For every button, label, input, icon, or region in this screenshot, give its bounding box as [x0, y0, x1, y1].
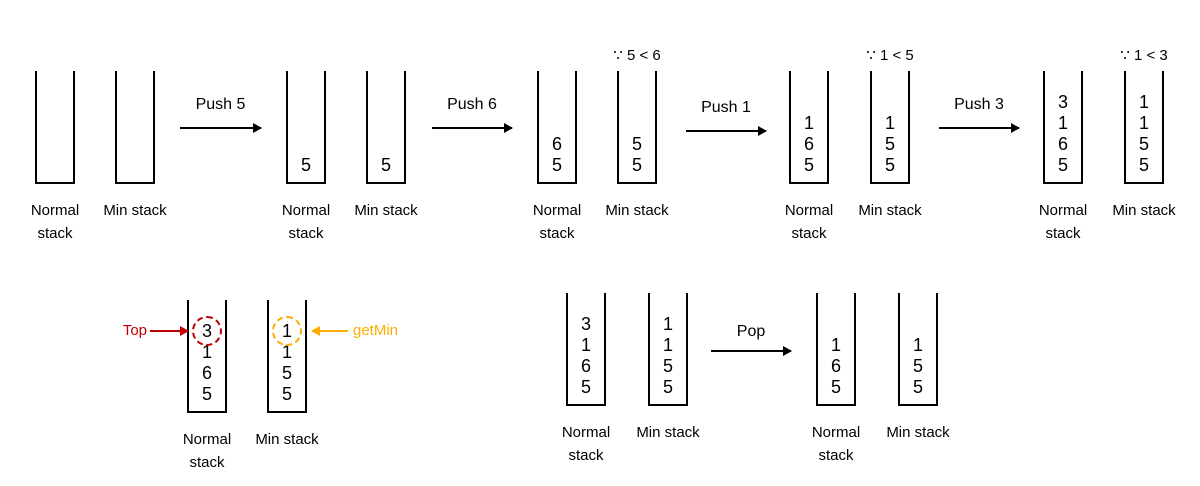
- stack-value: 5: [201, 384, 212, 404]
- stack-value: 5: [803, 155, 814, 175]
- stack-value: 1: [662, 335, 673, 355]
- stack-value: 5: [1138, 134, 1149, 154]
- min-stack-label: Min stack: [1112, 202, 1176, 219]
- normal-stack-label: Normal stack: [561, 424, 611, 464]
- operation-label: Push 6: [447, 96, 497, 113]
- top-highlight-circle: [192, 316, 222, 346]
- stack-value: 1: [803, 113, 814, 133]
- normal-stack-label: Normal stack: [30, 202, 80, 242]
- operation-label: Push 1: [701, 99, 751, 116]
- normal-stack-label: Normal stack: [1038, 202, 1088, 242]
- min-stack-label: Min stack: [255, 431, 319, 448]
- stack-value: 5: [631, 155, 642, 175]
- getmin-pointer-label: getMin: [353, 322, 399, 339]
- pop-operation: Pop: [711, 322, 792, 356]
- min-stack: 5: [366, 71, 406, 184]
- min-stack-label: Min stack: [858, 202, 922, 219]
- stack-value: 6: [201, 363, 212, 383]
- right-arrow-icon: [686, 126, 767, 136]
- normal-stack-label: Normal stack: [281, 202, 331, 242]
- stack-value: 1: [580, 335, 591, 355]
- stack-value: 1: [912, 335, 923, 355]
- stack-value: 5: [1057, 155, 1068, 175]
- min-stack-label: Min stack: [605, 202, 669, 219]
- stack-value: 5: [380, 155, 391, 175]
- stack-value: 6: [1057, 134, 1068, 154]
- stack-value: 6: [551, 134, 562, 154]
- stack-value: 3: [580, 314, 591, 334]
- getmin-highlight-circle: [272, 316, 302, 346]
- stack-value: 6: [580, 356, 591, 376]
- min-stack-label: Min stack: [354, 202, 418, 219]
- operation-label: Push 3: [954, 96, 1004, 113]
- top-arrow-icon: [150, 326, 189, 336]
- top-pointer-label: Top: [122, 322, 147, 339]
- normal-stack-label: Normal stack: [182, 431, 232, 471]
- stack-value: 6: [803, 134, 814, 154]
- because-note: ∵ 1 < 3: [1120, 47, 1168, 64]
- push-1-operation: Push 1: [686, 98, 767, 136]
- stack-value: 5: [662, 377, 673, 397]
- operation-label: Push 5: [195, 96, 246, 113]
- push-5-operation: Push 5: [180, 95, 262, 133]
- stack-value: 1: [201, 342, 212, 362]
- normal-stack: [35, 71, 75, 184]
- stack-value: 5: [884, 155, 895, 175]
- stack-value: 5: [580, 377, 591, 397]
- stack-value: 5: [912, 356, 923, 376]
- stack-value: 5: [830, 377, 841, 397]
- stack-value: 1: [1138, 113, 1149, 133]
- getmin-arrow-icon: [311, 326, 348, 336]
- normal-stack-label: Normal stack: [532, 202, 582, 242]
- stack-value: 5: [1138, 155, 1149, 175]
- min-stack-label: Min stack: [886, 424, 950, 441]
- min-stack-label: Min stack: [103, 202, 167, 219]
- stack-value: 1: [830, 335, 841, 355]
- stack-value: 5: [884, 134, 895, 154]
- right-arrow-icon: [711, 346, 792, 356]
- stack-value: 5: [912, 377, 923, 397]
- right-arrow-icon: [432, 123, 513, 133]
- min-stack-label: Min stack: [636, 424, 700, 441]
- stack-value: 1: [1057, 113, 1068, 133]
- push-3-operation: Push 3: [939, 95, 1020, 133]
- stack-value: 5: [662, 356, 673, 376]
- stack-value: 1: [662, 314, 673, 334]
- stack-value: 1: [281, 342, 292, 362]
- push-6-operation: Push 6: [432, 95, 513, 133]
- stack-value: 5: [551, 155, 562, 175]
- stack-value: 5: [281, 384, 292, 404]
- stack-value: 1: [1138, 92, 1149, 112]
- stack-value: 5: [631, 134, 642, 154]
- normal-stack: 5: [286, 71, 326, 184]
- right-arrow-icon: [939, 123, 1020, 133]
- min-stack: [115, 71, 155, 184]
- stack-value: 1: [884, 113, 895, 133]
- normal-stack-label: Normal stack: [784, 202, 834, 242]
- stack-value: 3: [1057, 92, 1068, 112]
- right-arrow-icon: [180, 123, 262, 133]
- stack-value: 5: [281, 363, 292, 383]
- stack-value: 5: [300, 155, 311, 175]
- because-note: ∵ 5 < 6: [613, 47, 661, 64]
- stack-value: 6: [830, 356, 841, 376]
- operation-label: Pop: [736, 323, 766, 340]
- because-note: ∵ 1 < 5: [866, 47, 914, 64]
- normal-stack-label: Normal stack: [811, 424, 861, 464]
